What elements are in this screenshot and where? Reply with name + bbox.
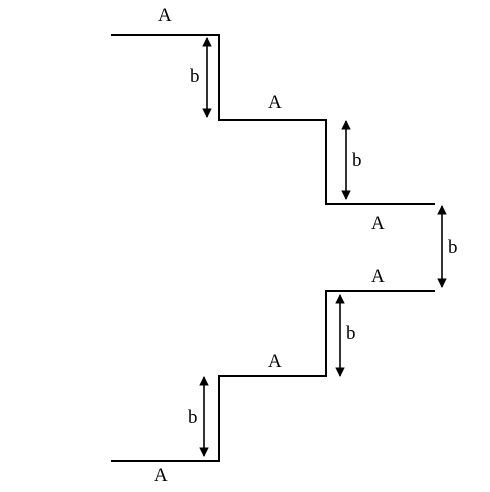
tread-label-lower-1: A [371,266,385,287]
tread-label-lower-3: A [154,465,168,486]
upper-step-profile [111,34,435,205]
rise-label-2: b [352,150,362,171]
rise-label-4: b [346,323,356,344]
tread-label-upper-3: A [371,213,385,234]
tread-label-lower-2: A [268,351,282,372]
rise-label-1: b [190,66,200,87]
tread-label-upper-1: A [158,5,172,26]
tread-label-upper-2: A [268,92,282,113]
lower-step-profile [111,290,435,462]
rise-label-3: b [448,237,458,258]
rise-label-5: b [188,407,198,428]
